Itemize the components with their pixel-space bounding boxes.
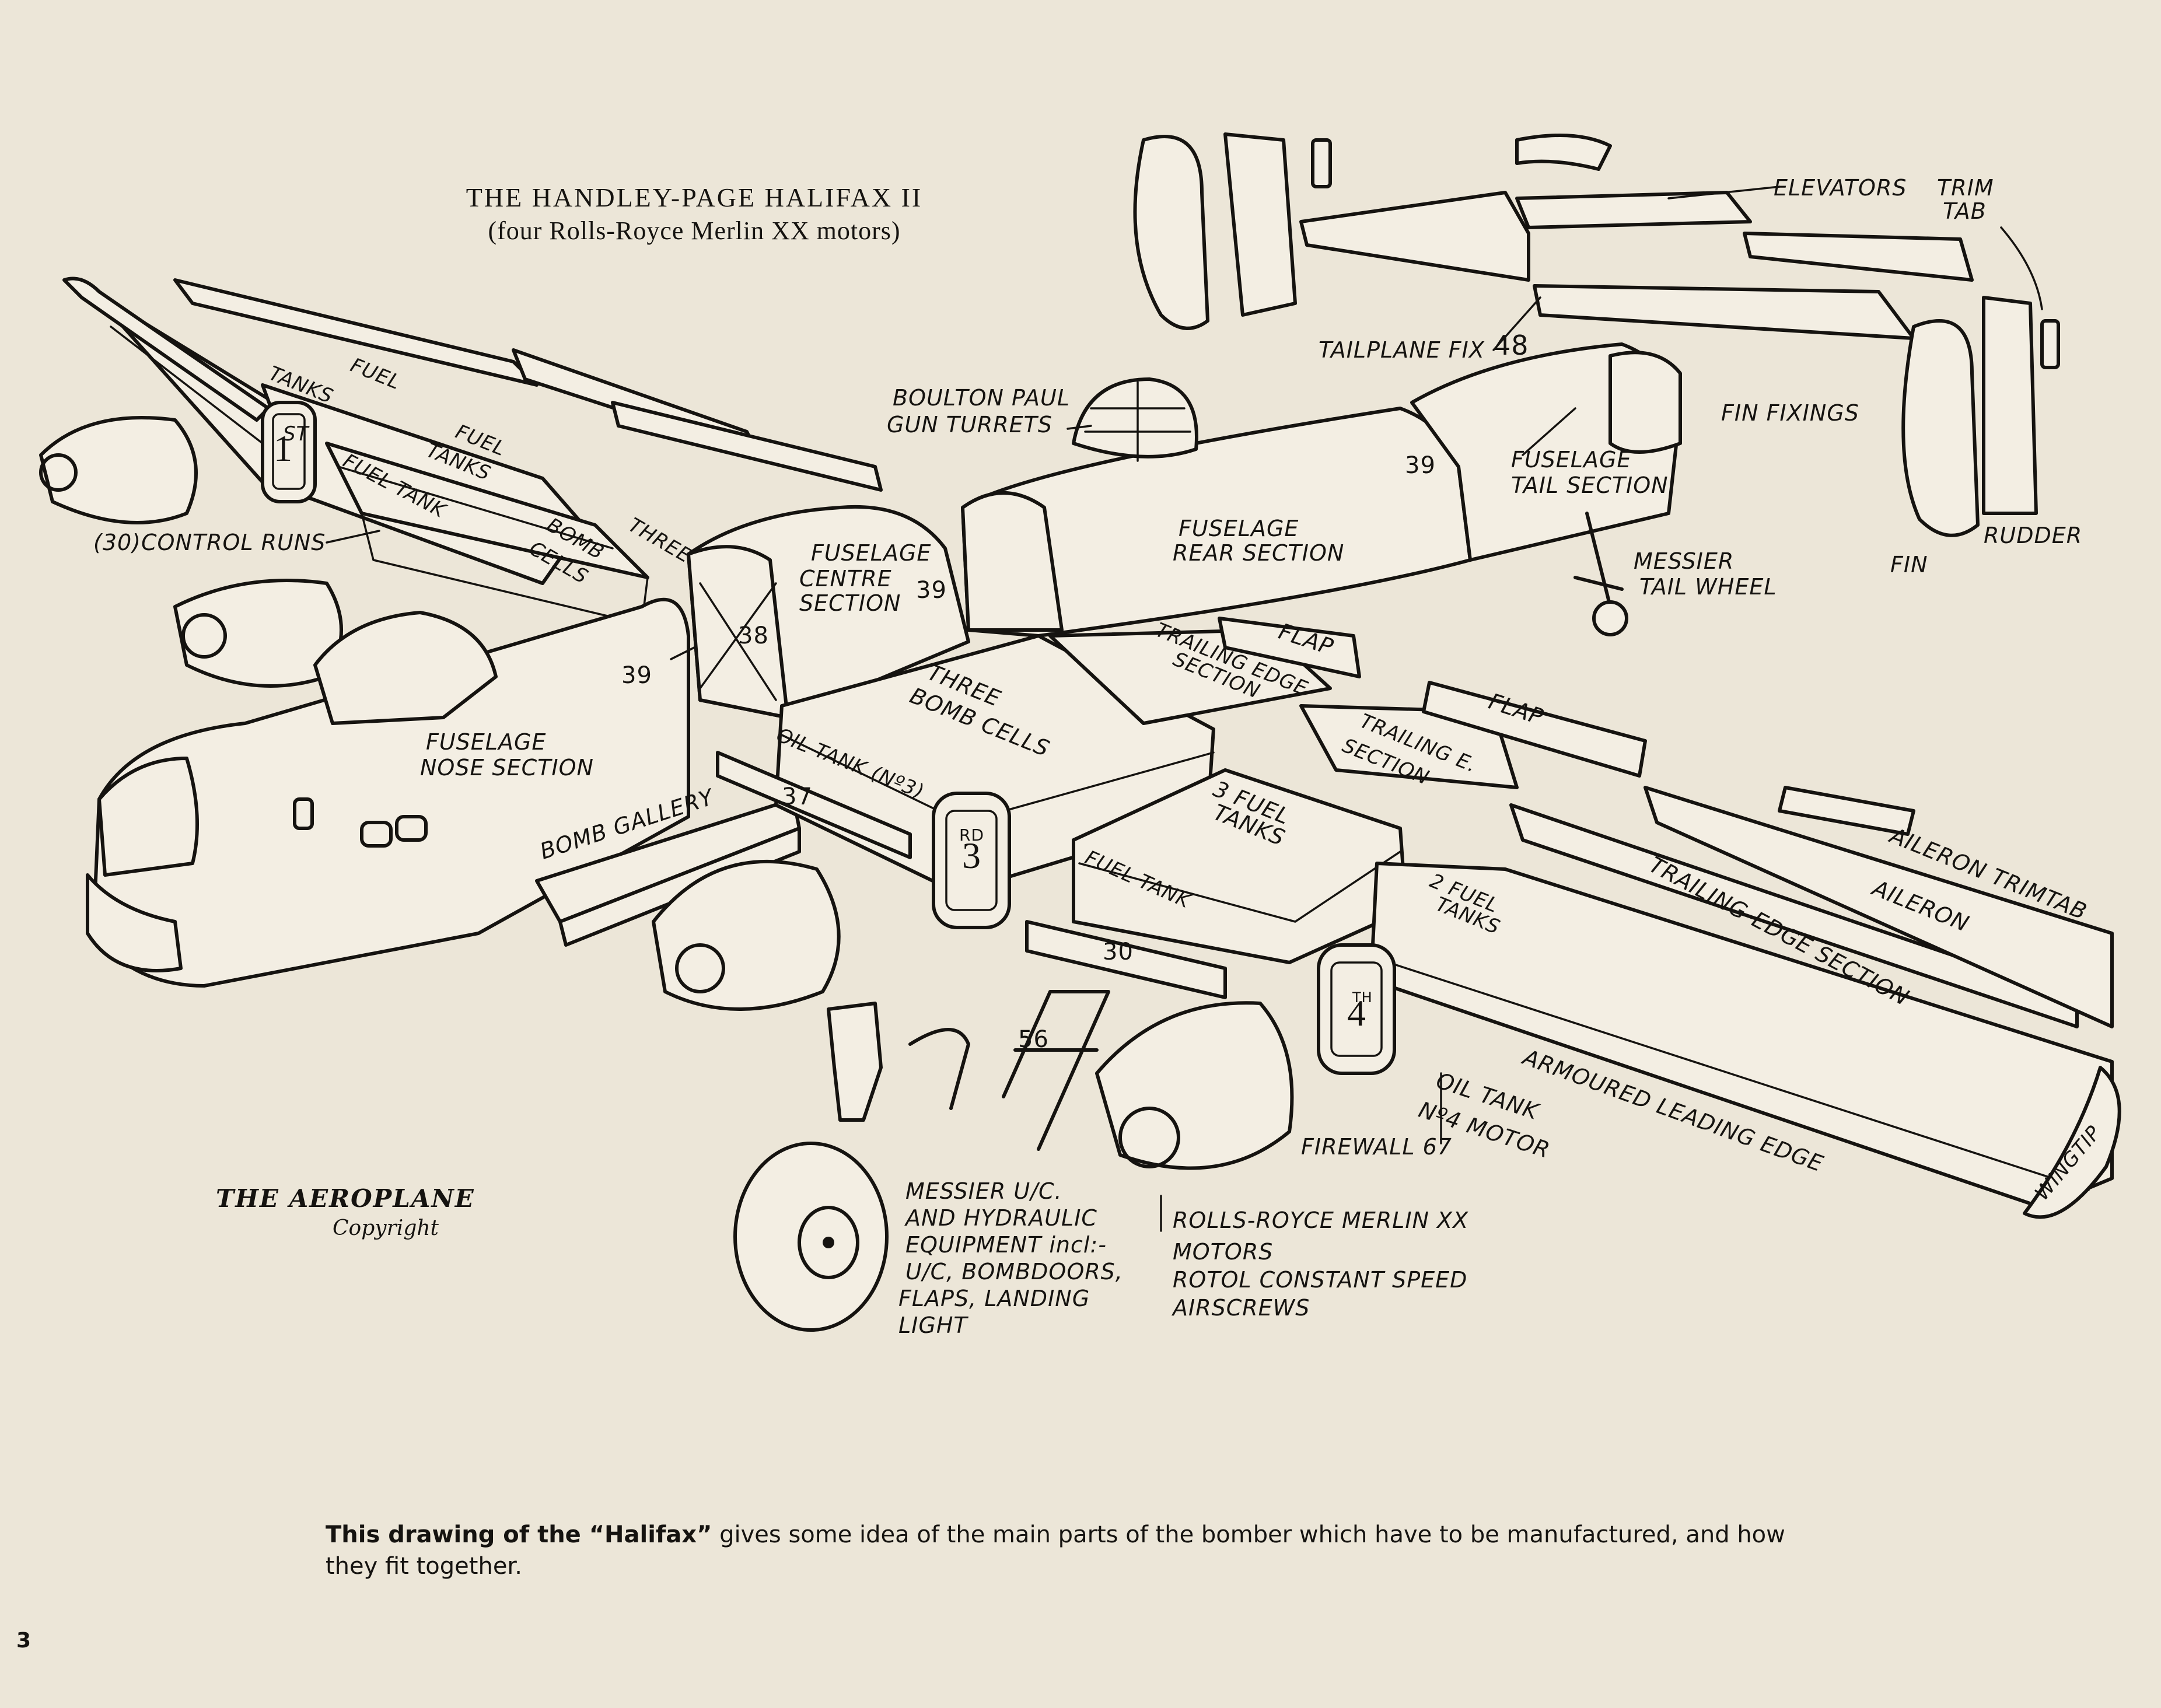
label-messier-uc: MESSIER U/C. xyxy=(905,1178,1062,1204)
fuel-tank-cylinder xyxy=(1025,920,1227,999)
label-uc-bombdoors: U/C, BOMBDOORS, xyxy=(905,1259,1123,1284)
label-light: LIGHT xyxy=(898,1312,968,1338)
label-nose-section: NOSE SECTION xyxy=(420,755,594,780)
page-number: 3 xyxy=(16,1629,32,1653)
label-plate-4: 4 xyxy=(1347,992,1366,1034)
left-inner-engine xyxy=(173,579,343,688)
oil-tank-cylinder xyxy=(716,751,912,859)
label-plate-3: 3 xyxy=(962,835,981,876)
label-flaps-landing: FLAPS, LANDING xyxy=(898,1286,1090,1311)
label-fuselage-nose: FUSELAGE xyxy=(426,729,547,755)
label-motors: MOTORS xyxy=(1173,1239,1274,1265)
label-gun-turrets: GUN TURRETS xyxy=(887,412,1052,438)
label-rear-section: REAR SECTION xyxy=(1173,540,1345,566)
caption-rest: gives some idea of the main parts of the… xyxy=(326,1521,1785,1580)
label-rolls-royce: ROLLS-ROYCE MERLIN XX xyxy=(1173,1208,1469,1233)
right-trailing-edge-flaps xyxy=(1048,617,1647,789)
leader-lines xyxy=(326,186,2043,1232)
label-38: 38 xyxy=(738,622,769,649)
label-boulton-paul: BOULTON PAUL xyxy=(893,385,1071,411)
bomb-gallery xyxy=(535,797,801,947)
drawing-title: THE HANDLEY-PAGE HALIFAX II (four Rolls-… xyxy=(432,181,957,247)
label-39-centre: 39 xyxy=(916,577,947,604)
fuselage-centre-section xyxy=(687,505,970,719)
label-56: 56 xyxy=(1018,1026,1049,1053)
left-flaps-ailerons xyxy=(173,278,883,492)
firewall-plate-3 xyxy=(932,792,1011,929)
label-fin: FIN xyxy=(1890,552,1928,578)
label-tailplane-fix: TAILPLANE FIX xyxy=(1319,337,1485,363)
caption: This drawing of the “Halifax” gives some… xyxy=(326,1519,1842,1582)
title-main: THE HANDLEY-PAGE HALIFAX II xyxy=(466,183,923,212)
label-30: 30 xyxy=(1103,939,1134,965)
label-rudder: RUDDER xyxy=(1984,523,2083,548)
left-inner-wing-fuel-tanks xyxy=(261,383,649,625)
label-plate-1: 1 xyxy=(274,428,292,469)
label-fuselage-rear: FUSELAGE xyxy=(1179,516,1299,541)
brand-copyright: Copyright xyxy=(333,1216,439,1240)
label-39-nose: 39 xyxy=(621,662,652,689)
caption-bold: This drawing of the “Halifax” xyxy=(326,1521,712,1548)
label-control-runs: (30)CONTROL RUNS xyxy=(93,530,326,555)
label-firewall: FIREWALL 67 xyxy=(1301,1134,1452,1160)
label-fuselage-tail: FUSELAGE xyxy=(1511,447,1632,473)
label-airscrews: AIRSCREWS xyxy=(1173,1295,1310,1321)
tail-wheel xyxy=(1573,512,1628,636)
label-elevators: ELEVATORS xyxy=(1774,175,1907,201)
label-th-4: TH xyxy=(1352,989,1373,1006)
firewall-plate-1 xyxy=(261,401,317,503)
label-trim: TRIM xyxy=(1937,175,1994,201)
fuselage-tail-section xyxy=(1410,342,1682,562)
right-outer-wing xyxy=(1369,786,2121,1219)
label-centre-section: SECTION xyxy=(799,590,901,616)
right-outer-engine xyxy=(1095,1001,1294,1170)
label-equipment: EQUIPMENT incl:- xyxy=(905,1232,1107,1258)
label-st-1: ST xyxy=(283,422,309,446)
aeroplane-brand: THE AEROPLANE Copyright xyxy=(216,1184,475,1240)
label-tail-wheel: TAIL WHEEL xyxy=(1639,574,1777,600)
label-tab: TAB xyxy=(1943,198,1987,224)
label-fin-fixings: FIN FIXINGS xyxy=(1721,400,1859,426)
undercarriage-struts xyxy=(1002,990,1110,1151)
left-outer-engine xyxy=(39,416,198,524)
left-outer-wing xyxy=(62,276,282,503)
label-fuselage-centre: FUSELAGE xyxy=(811,540,932,566)
label-tail-section: TAIL SECTION xyxy=(1511,473,1669,498)
label-39-tail: 39 xyxy=(1405,452,1436,479)
title-sub: (four Rolls-Royce Merlin XX motors) xyxy=(488,216,901,245)
main-wheel xyxy=(733,1142,889,1332)
label-messier: MESSIER xyxy=(1634,548,1735,574)
brand-name: THE AEROPLANE xyxy=(216,1184,475,1213)
label-rd-3: RD xyxy=(959,825,985,845)
firewall-plate-4 xyxy=(1317,943,1396,1075)
right-fin-rudder xyxy=(1901,296,2060,537)
tailplane-elevators xyxy=(1299,134,1974,340)
main-undercarriage-leg xyxy=(827,1002,970,1122)
label-rotol: ROTOL CONSTANT SPEED xyxy=(1173,1267,1468,1293)
label-37: 37 xyxy=(782,783,813,810)
label-48: 48 xyxy=(1494,330,1529,361)
right-inner-engine xyxy=(652,859,841,1011)
label-centre: CENTRE xyxy=(799,566,892,592)
left-fin-rudder xyxy=(1133,132,1332,330)
label-hydraulic: AND HYDRAULIC xyxy=(905,1205,1097,1231)
gun-turret xyxy=(1072,377,1198,462)
